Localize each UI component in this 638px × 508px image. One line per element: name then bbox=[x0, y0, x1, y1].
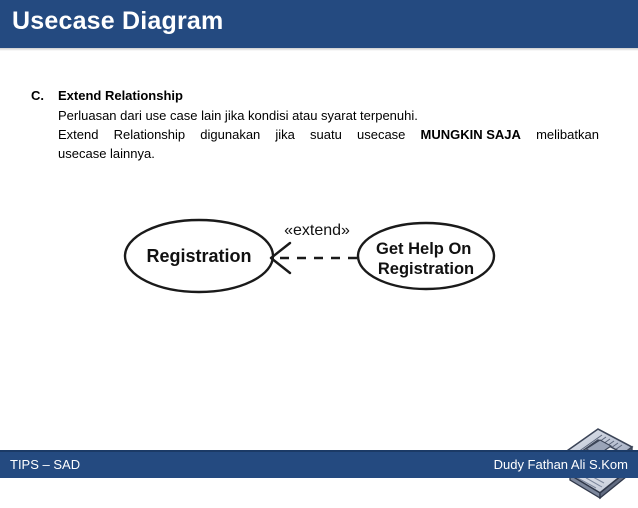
paragraph-line-2: Extend Relationship digunakan jika suatu usec… bbox=[58, 126, 599, 144]
paragraph-word: suatu bbox=[310, 127, 342, 142]
slide-header-bar: Usecase Diagram bbox=[0, 0, 638, 48]
list-item-marker: C. bbox=[31, 88, 44, 103]
slide-content: C. Extend Relationship Perluasan dari us… bbox=[0, 51, 638, 500]
paragraph-word: melibatkan bbox=[536, 127, 599, 142]
paragraph-word: digunakan bbox=[200, 127, 261, 142]
footer-left-text: TIPS – SAD bbox=[10, 457, 81, 472]
slide-footer-bar: TIPS – SAD Dudy Fathan Ali S.Kom bbox=[0, 452, 638, 478]
extend-stereotype-label: «extend» bbox=[284, 222, 350, 239]
footer-top-divider bbox=[0, 450, 638, 452]
paragraph-line-1: Perluasan dari use case lain jika kondis… bbox=[58, 108, 418, 123]
usecase-node-registration-label: Registration bbox=[146, 246, 251, 266]
paragraph-word: usecase bbox=[356, 127, 406, 142]
page-title: Usecase Diagram bbox=[12, 7, 224, 35]
footer-right-text: Dudy Fathan Ali S.Kom bbox=[493, 457, 628, 472]
header-drop-shadow bbox=[0, 48, 638, 51]
extend-connector-arrowhead bbox=[269, 241, 292, 275]
usecase-node-get-help-on-registration bbox=[356, 221, 496, 291]
usecase-node-get-help-on-registration-label: Get Help On Registration bbox=[376, 240, 476, 278]
paragraph-word: jika bbox=[275, 127, 295, 142]
paragraph-line-3: usecase lainnya. bbox=[58, 146, 155, 161]
usecase-diagram-canvas: Registration Get Help On Registration «e… bbox=[123, 218, 496, 294]
paragraph-word: Relationship bbox=[113, 127, 186, 142]
paragraph-emphasis: MUNGKIN SAJA bbox=[420, 127, 521, 142]
list-item-heading: Extend Relationship bbox=[58, 88, 183, 103]
paragraph-word: Extend bbox=[58, 127, 99, 142]
usecase-diagram: Registration Get Help On Registration «e… bbox=[112, 201, 512, 311]
